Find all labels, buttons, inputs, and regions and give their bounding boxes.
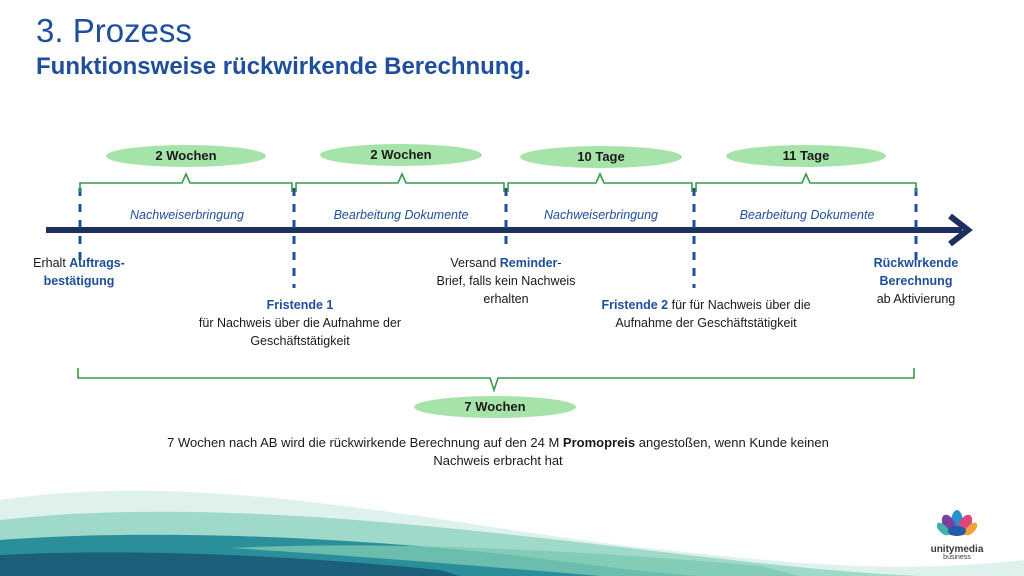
reminder-line3: erhalten [483, 292, 529, 306]
milestone-start: Erhalt Auftrags- bestätigung [12, 254, 146, 290]
duration-pill-4: 11 Tage [726, 145, 886, 167]
reminder-line2: Brief, falls kein Nachweis [436, 274, 576, 288]
reminder-highlight: Reminder [499, 256, 558, 270]
phase-label-4: Bearbeitung Dokumente [739, 208, 875, 222]
total-duration-pill: 7 Wochen [414, 396, 576, 418]
duration-pill-2: 2 Wochen [320, 144, 482, 166]
milestone-start-highlight: Auftrags- [69, 256, 125, 270]
milestone-fristende-2: Fristende 2 für für Nachweis über die Au… [574, 296, 838, 332]
milestone-start-line2: bestätigung [43, 274, 115, 288]
footnote-line2: Nachweis erbracht hat [433, 453, 563, 468]
fristende-2-line2: Aufnahme der Geschäftstätigkeit [615, 316, 797, 330]
logo-sub: business [943, 554, 971, 561]
page-subtitle: Funktionsweise rückwirkende Berechnung. [36, 53, 531, 80]
duration-pill-3: 10 Tage [520, 146, 682, 168]
milestone-reminder: Versand Reminder- Brief, falls kein Nach… [416, 254, 596, 308]
phase-label-1: Nachweiserbringung [130, 208, 244, 222]
segment-brackets [79, 172, 917, 192]
timeline-arrow-head [948, 213, 973, 247]
milestone-end: Rückwirkende Berechnung ab Aktivierung [848, 254, 984, 308]
milestone-fristende-1: Fristende 1 für Nachweis über die Aufnah… [160, 296, 440, 350]
milestone-end-line2: Berechnung [879, 274, 953, 288]
footnote: 7 Wochen nach AB wird die rückwirkende B… [120, 434, 876, 470]
phase-label-2: Bearbeitung Dokumente [333, 208, 469, 222]
milestone-end-line3: ab Aktivierung [876, 292, 956, 306]
page-title: 3. Prozess [36, 12, 192, 49]
footnote-part2: angestoßen, wenn Kunde keinen [635, 435, 829, 450]
duration-pill-1: 2 Wochen [106, 145, 266, 167]
milestone-start-prefix: Erhalt [33, 256, 70, 270]
reminder-suffix: - [557, 256, 562, 270]
logo-brand: unitymedia [930, 544, 984, 555]
reminder-prefix: Versand [450, 256, 500, 270]
footnote-highlight: Promopreis [562, 435, 636, 450]
milestone-ticks [78, 188, 918, 288]
unitymedia-logo: unitymedia business [922, 504, 992, 561]
decorative-waves [0, 490, 1024, 576]
footnote-part1: 7 Wochen nach AB wird die rückwirkende B… [167, 435, 563, 450]
fristende-2-title: Fristende 2 [601, 298, 669, 312]
fristende-1-title: Fristende 1 [266, 298, 334, 312]
fristende-2-line1: für für Nachweis über die [668, 298, 811, 312]
total-bracket [77, 368, 915, 393]
fristende-1-line2: Geschäftstätigkeit [250, 334, 350, 348]
phase-label-3: Nachweiserbringung [544, 208, 658, 222]
fristende-1-line1: für Nachweis über die Aufnahme der [198, 316, 402, 330]
unitymedia-flower-icon [936, 510, 978, 536]
milestone-end-line1: Rückwirkende [873, 256, 959, 270]
